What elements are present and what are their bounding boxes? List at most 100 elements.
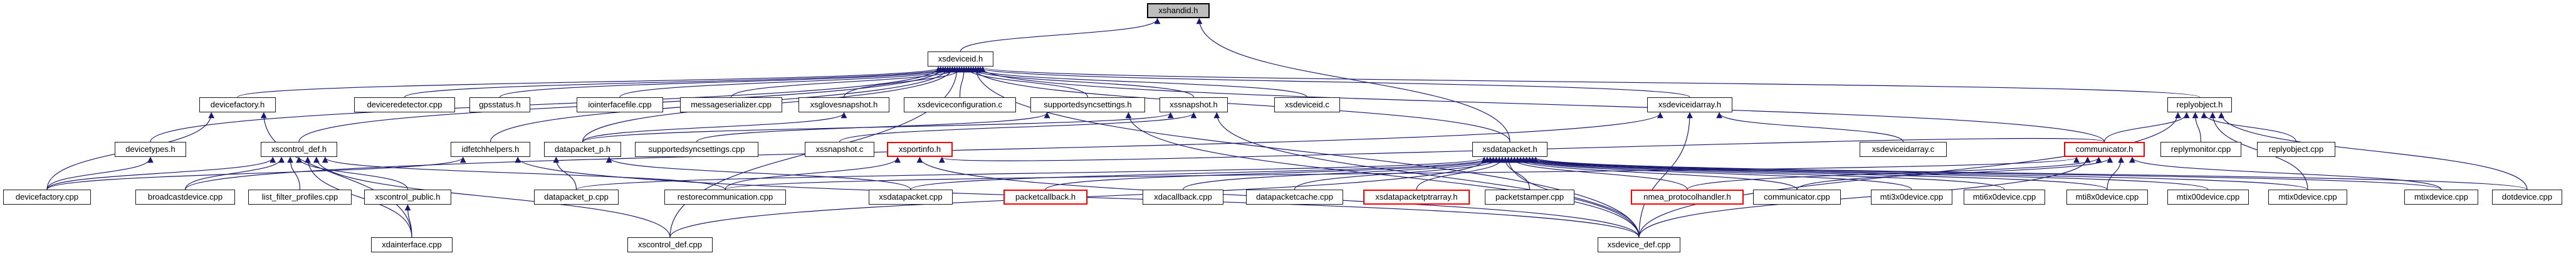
edge-datapacket-p-cpp-to-datapacket-p-h [553,156,577,190]
edge-datapacket-p-cpp-to-xsdatapacket-h [575,156,1487,190]
graph-node-datapacketcache-cpp[interactable]: datapacketcache.cpp [1246,190,1343,205]
graph-node-messageserializer-cpp[interactable]: messageserializer.cpp [680,97,782,112]
graph-node-communicator-cpp[interactable]: communicator.cpp [1753,190,1841,205]
edge-iointerfacefile-cpp-to-xsdeviceid-h [619,66,958,98]
edge-dotdevice-cpp-to-xsdatapacket-h [1532,156,2528,190]
edge-dotdevice-cpp-to-replyobject-h [2218,112,2528,190]
graph-node-xsdeviceidarray-h[interactable]: xsdeviceidarray.h [1647,97,1732,112]
graph-node-xsportinfo-h[interactable]: xsportinfo.h [887,142,953,157]
edge-communicator-cpp-to-xsdatapacket-h [1511,156,1798,190]
edge-mti8x0device-cpp-to-communicator-h [2107,156,2125,190]
edge-xsdeviceidarray-h-to-xsdeviceid-h [975,66,1690,98]
graph-node-xdainterface-cpp[interactable]: xdainterface.cpp [371,237,453,252]
graph-node-xsglovesnapshot-h[interactable]: xsglovesnapshot.h [798,97,889,112]
graph-node-devicefactory-h[interactable]: devicefactory.h [199,97,276,112]
graph-node-deviceredetector-cpp[interactable]: deviceredetector.cpp [354,97,455,112]
edge-mtix0device-cpp-to-xsdatapacket-h [1526,156,2308,190]
edge-xscontrol-public-h-to-xscontrol-def-h [296,156,409,190]
graph-node-list-filter-profiles-cpp[interactable]: list_filter_profiles.cpp [248,190,352,205]
graph-node-mti8x0device-cpp[interactable]: mti8x0device.cpp [2066,190,2148,205]
graph-node-xsdatapacket-h[interactable]: xsdatapacket.h [1472,142,1547,157]
edge-mtix00device-cpp-to-xsdatapacket-h [1524,156,2209,190]
edge-broadcastdevice-cpp-to-xscontrol-def-h [184,156,285,190]
edge-xsdatapacket-h-to-xsdeviceid-h [970,66,1511,142]
graph-node-xscontrol-public-h[interactable]: xscontrol_public.h [364,190,451,205]
graph-node-mti3x0device-cpp[interactable]: mti3x0device.cpp [1871,190,1952,205]
edge-xsglovesnapshot-h-to-xsdeviceid-h [843,66,965,98]
graph-node-replymonitor-cpp[interactable]: replymonitor.cpp [2160,142,2241,157]
graph-node-nmea-protocolhandler-h[interactable]: nmea_protocolhandler.h [1631,190,1744,205]
edge-gpsstatus-h-to-xsdeviceid-h [499,66,953,98]
graph-node-replyobject-h[interactable]: replyobject.h [2167,97,2232,112]
graph-node-devicetypes-h[interactable]: devicetypes.h [115,142,186,157]
edge-xsdevice-def-cpp-to-communicator-h [1638,156,2091,238]
edge-xdainterface-cpp-to-xscontrol-def-h [305,156,412,238]
graph-node-xsdevice-def-cpp[interactable]: xsdevice_def.cpp [1598,237,1680,252]
graph-node-xsdeviceid-h[interactable]: xsdeviceid.h [928,51,993,67]
edge-devicefactory-cpp-to-idfetchhelpers-h [46,156,466,190]
graph-node-xscontrol-def-cpp[interactable]: xscontrol_def.cpp [627,237,713,252]
edge-datapacket-p-h-to-xssnapshot-h [582,112,1174,142]
graph-node-xssnapshot-c[interactable]: xssnapshot.c [805,142,874,157]
graph-node-xsdeviceid-c[interactable]: xsdeviceid.c [1274,97,1340,112]
graph-node-xsdeviceidarray-c[interactable]: xsdeviceidarray.c [1860,142,1947,157]
edge-deviceredetector-cpp-to-xsdeviceid-h [404,66,948,98]
graph-node-iointerfacefile-cpp[interactable]: iointerfacefile.cpp [577,97,663,112]
edge-xsdevice-def-cpp-to-xsdeviceidarray-h [1638,112,1693,238]
graph-node-xshandid-h[interactable]: xshandid.h [1147,3,1210,18]
edge-mtixdevice-cpp-to-xsdatapacket-h [1529,156,2442,190]
edge-communicator-h-to-xsdeviceid-h [977,66,2105,142]
graph-node-mti6x0device-cpp[interactable]: mti6x0device.cpp [1964,190,2045,205]
edge-xsdatapacket-cpp-to-datapacket-p-h [605,156,911,190]
graph-node-xssnapshot-h[interactable]: xssnapshot.h [1160,97,1228,112]
edge-messageserializer-cpp-to-xsdeviceid-h [730,66,963,98]
graph-node-xsdeviceconfiguration-c[interactable]: xsdeviceconfiguration.c [904,97,1016,112]
edge-xsdatapacket-cpp-to-xsdatapacket-h [910,156,1494,190]
edge-xsdevice-def-cpp-to-supportedsyncsettings-h [1125,112,1640,238]
edge-mti6x0device-cpp-to-xsdatapacket-h [1517,156,2005,190]
graph-node-xsdatapacketptrarray-h[interactable]: xsdatapacketptrarray.h [1363,190,1470,205]
edge-xsdevice-def-cpp-to-replyobject-h [1638,112,2181,238]
edge-devicefactory-cpp-to-xscontrol-def-h [46,156,276,190]
graph-node-xscontrol-def-h[interactable]: xscontrol_def.h [261,142,337,157]
edge-xsdeviceconfiguration-c-to-xsdeviceid-h [959,66,967,98]
graph-node-datapacket-p-cpp[interactable]: datapacket_p.cpp [534,190,619,205]
edge-xsdeviceid-h-to-xshandid-h [960,18,1161,52]
graph-node-packetcallback-h[interactable]: packetcallback.h [1003,190,1087,205]
edge-group [46,18,2528,238]
graph-node-gpsstatus-h[interactable]: gpsstatus.h [469,97,530,112]
edge-xsdatapacket-h-to-xshandid-h [1196,18,1511,142]
edge-devicefactory-h-to-xsdeviceid-h [237,66,944,98]
edge-datapacket-p-h-to-xsglovesnapshot-h [582,112,847,142]
graph-node-xdacallback-cpp[interactable]: xdacallback.cpp [1143,190,1223,205]
edge-mti8x0device-cpp-to-xsdatapacket-h [1521,156,2108,190]
edge-nmea-protocolhandler-h-to-xsdatapacket-h [1508,156,1688,190]
graph-node-xsdatapacket-cpp[interactable]: xsdatapacket.cpp [869,190,953,205]
edge-xscontrol-def-cpp-to-xscontrol-def-h [313,156,671,238]
graph-node-devicefactory-cpp[interactable]: devicefactory.cpp [3,190,91,205]
graph-node-supportedsyncsettings-h[interactable]: supportedsyncsettings.h [1030,97,1145,112]
graph-node-broadcastdevice-cpp[interactable]: broadcastdevice.cpp [135,190,235,205]
graph-node-mtix0device-cpp[interactable]: mtix0device.cpp [2268,190,2347,205]
graph-node-mtixdevice-cpp[interactable]: mtixdevice.cpp [2404,190,2478,205]
graph-node-dotdevice-cpp[interactable]: dotdevice.cpp [2492,190,2562,205]
edge-communicator-cpp-to-communicator-h [1796,156,2113,190]
graph-node-replyobject-cpp[interactable]: replyobject.cpp [2257,142,2335,157]
edge-devicetypes-h-to-xsdeviceid-h [150,66,941,142]
edge-mti3x0device-cpp-to-xsdatapacket-h [1514,156,1912,190]
graph-node-idfetchhelpers-h[interactable]: idfetchhelpers.h [451,142,530,157]
graph-node-supportedsyncsettings-cpp[interactable]: supportedsyncsettings.cpp [635,142,758,157]
edge-communicator-h-to-replyobject-h [2103,112,2190,142]
graph-node-restorecommunication-cpp[interactable]: restorecommunication.cpp [664,190,786,205]
edge-xsdevice-def-cpp-to-xssnapshot-h [1213,112,1640,238]
graph-node-communicator-h[interactable]: communicator.h [2064,142,2145,157]
edge-xdainterface-cpp-to-xscontrol-public-h [404,204,412,238]
graph-node-mtix00device-cpp[interactable]: mtix00device.cpp [2167,190,2249,205]
edge-xdainterface-cpp-to-devicefactory-h [260,112,412,238]
graph-node-datapacket-p-h[interactable]: datapacket_p.h [544,142,621,157]
edge-replyobject-cpp-to-replyobject-h [2201,112,2297,142]
graph-node-packetstamper-cpp[interactable]: packetstamper.cpp [1485,190,1574,205]
edge-restorecommunication-cpp-to-communicator-h [725,156,2080,190]
